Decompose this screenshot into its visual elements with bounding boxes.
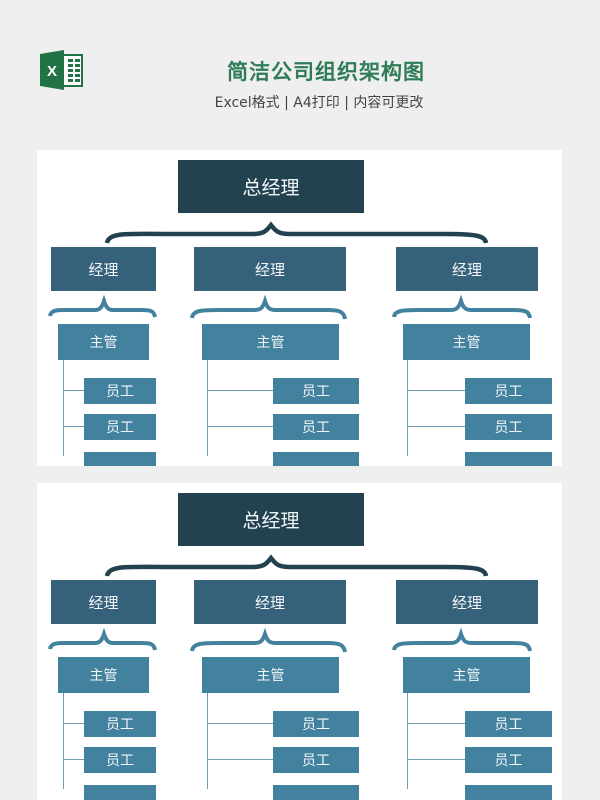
employee-box: 员工 (465, 711, 552, 737)
manager-box: 经理 (51, 247, 156, 291)
connector-line (63, 693, 64, 789)
excel-icon: X (40, 50, 84, 90)
employee-box: 员工 (465, 414, 552, 440)
employee-box: 员工 (273, 414, 359, 440)
manager-box: 经理 (194, 247, 346, 291)
employee-box: 员工 (273, 747, 359, 773)
connector-line (207, 693, 208, 789)
connector-line (407, 360, 408, 456)
svg-text:X: X (47, 63, 57, 80)
general-manager-box: 总经理 (178, 160, 364, 213)
supervisor-box: 主管 (202, 324, 339, 360)
connector-line (63, 426, 84, 427)
employee-box (84, 785, 156, 800)
connector-line (407, 693, 408, 789)
employee-box: 员工 (84, 378, 156, 404)
manager-box: 经理 (396, 247, 538, 291)
employee-box (84, 452, 156, 466)
connector-line (407, 390, 465, 391)
org-chart-panel-2: 总经理 经理 经理 经理 主管 主管 主管 员工 员工 员工 员工 员工 员工 (37, 483, 562, 800)
manager-box: 经理 (396, 580, 538, 624)
page-subtitle: Excel格式 | A4打印 | 内容可更改 (214, 95, 424, 111)
connector-line (63, 390, 84, 391)
supervisor-box: 主管 (403, 657, 530, 693)
employee-box: 员工 (84, 747, 156, 773)
connector-line (207, 723, 273, 724)
connector-line (407, 759, 465, 760)
connector-line (207, 426, 273, 427)
manager-box: 经理 (194, 580, 346, 624)
supervisor-box: 主管 (403, 324, 530, 360)
connector-line (207, 390, 273, 391)
supervisor-box: 主管 (58, 657, 149, 693)
employee-box (273, 452, 359, 466)
brace-icon (48, 554, 532, 653)
org-chart-panel-1: 总经理 经理 经理 经理 主管 主管 主管 员工 员工 员工 员工 员工 员工 (37, 150, 562, 466)
employee-box: 员工 (273, 378, 359, 404)
connector-line (63, 360, 64, 456)
supervisor-box: 主管 (58, 324, 149, 360)
employee-box (273, 785, 359, 800)
employee-box: 员工 (273, 711, 359, 737)
employee-box: 员工 (84, 711, 156, 737)
manager-box: 经理 (51, 580, 156, 624)
supervisor-box: 主管 (202, 657, 339, 693)
connector-line (207, 360, 208, 456)
employee-box (465, 452, 552, 466)
connector-line (407, 723, 465, 724)
connector-line (63, 759, 84, 760)
page-title: 简洁公司组织架构图 (227, 60, 425, 84)
brace-icon (48, 221, 532, 320)
general-manager-box: 总经理 (178, 493, 364, 546)
employee-box (465, 785, 552, 800)
connector-line (207, 759, 273, 760)
connector-line (407, 426, 465, 427)
employee-box: 员工 (465, 378, 552, 404)
employee-box: 员工 (465, 747, 552, 773)
employee-box: 员工 (84, 414, 156, 440)
connector-line (63, 723, 84, 724)
